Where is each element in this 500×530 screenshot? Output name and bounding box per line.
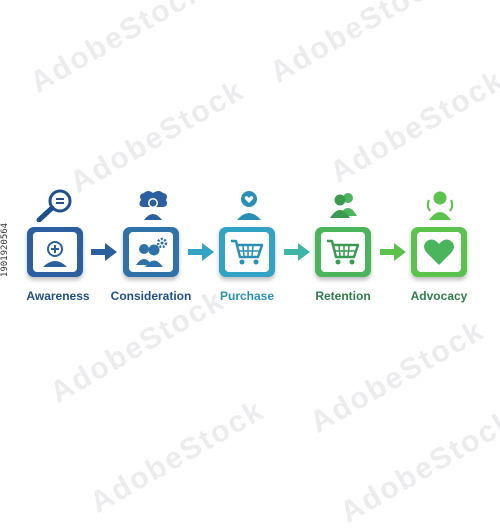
arrow-right-icon — [188, 243, 214, 266]
shopping-cart-icon — [321, 232, 365, 272]
group-gear-icon — [129, 232, 173, 272]
step-label-consideration: Consideration — [110, 289, 192, 303]
step-label-awareness: Awareness — [26, 289, 90, 303]
heart-icon — [417, 232, 461, 272]
sharing-person-icon — [424, 190, 456, 225]
step-purchase — [219, 227, 275, 283]
shopping-cart-icon — [225, 232, 269, 272]
thinking-person-icon — [136, 190, 170, 225]
person-plus-icon — [33, 232, 77, 272]
two-persons-icon — [328, 192, 360, 223]
arrow-right-icon — [380, 243, 406, 266]
step-label-advocacy: Advocacy — [410, 289, 468, 303]
step-label-retention: Retention — [315, 289, 371, 303]
magnifier-icon — [36, 188, 74, 227]
step-consideration — [123, 227, 179, 283]
arrow-right-icon — [91, 243, 117, 266]
arrow-right-icon — [284, 243, 310, 266]
step-label-purchase: Purchase — [219, 289, 275, 303]
step-awareness — [27, 227, 83, 283]
step-retention — [315, 227, 371, 283]
heart-person-icon — [234, 190, 264, 225]
customer-journey-diagram: Awareness Consideration — [26, 188, 468, 303]
step-advocacy — [411, 227, 467, 283]
